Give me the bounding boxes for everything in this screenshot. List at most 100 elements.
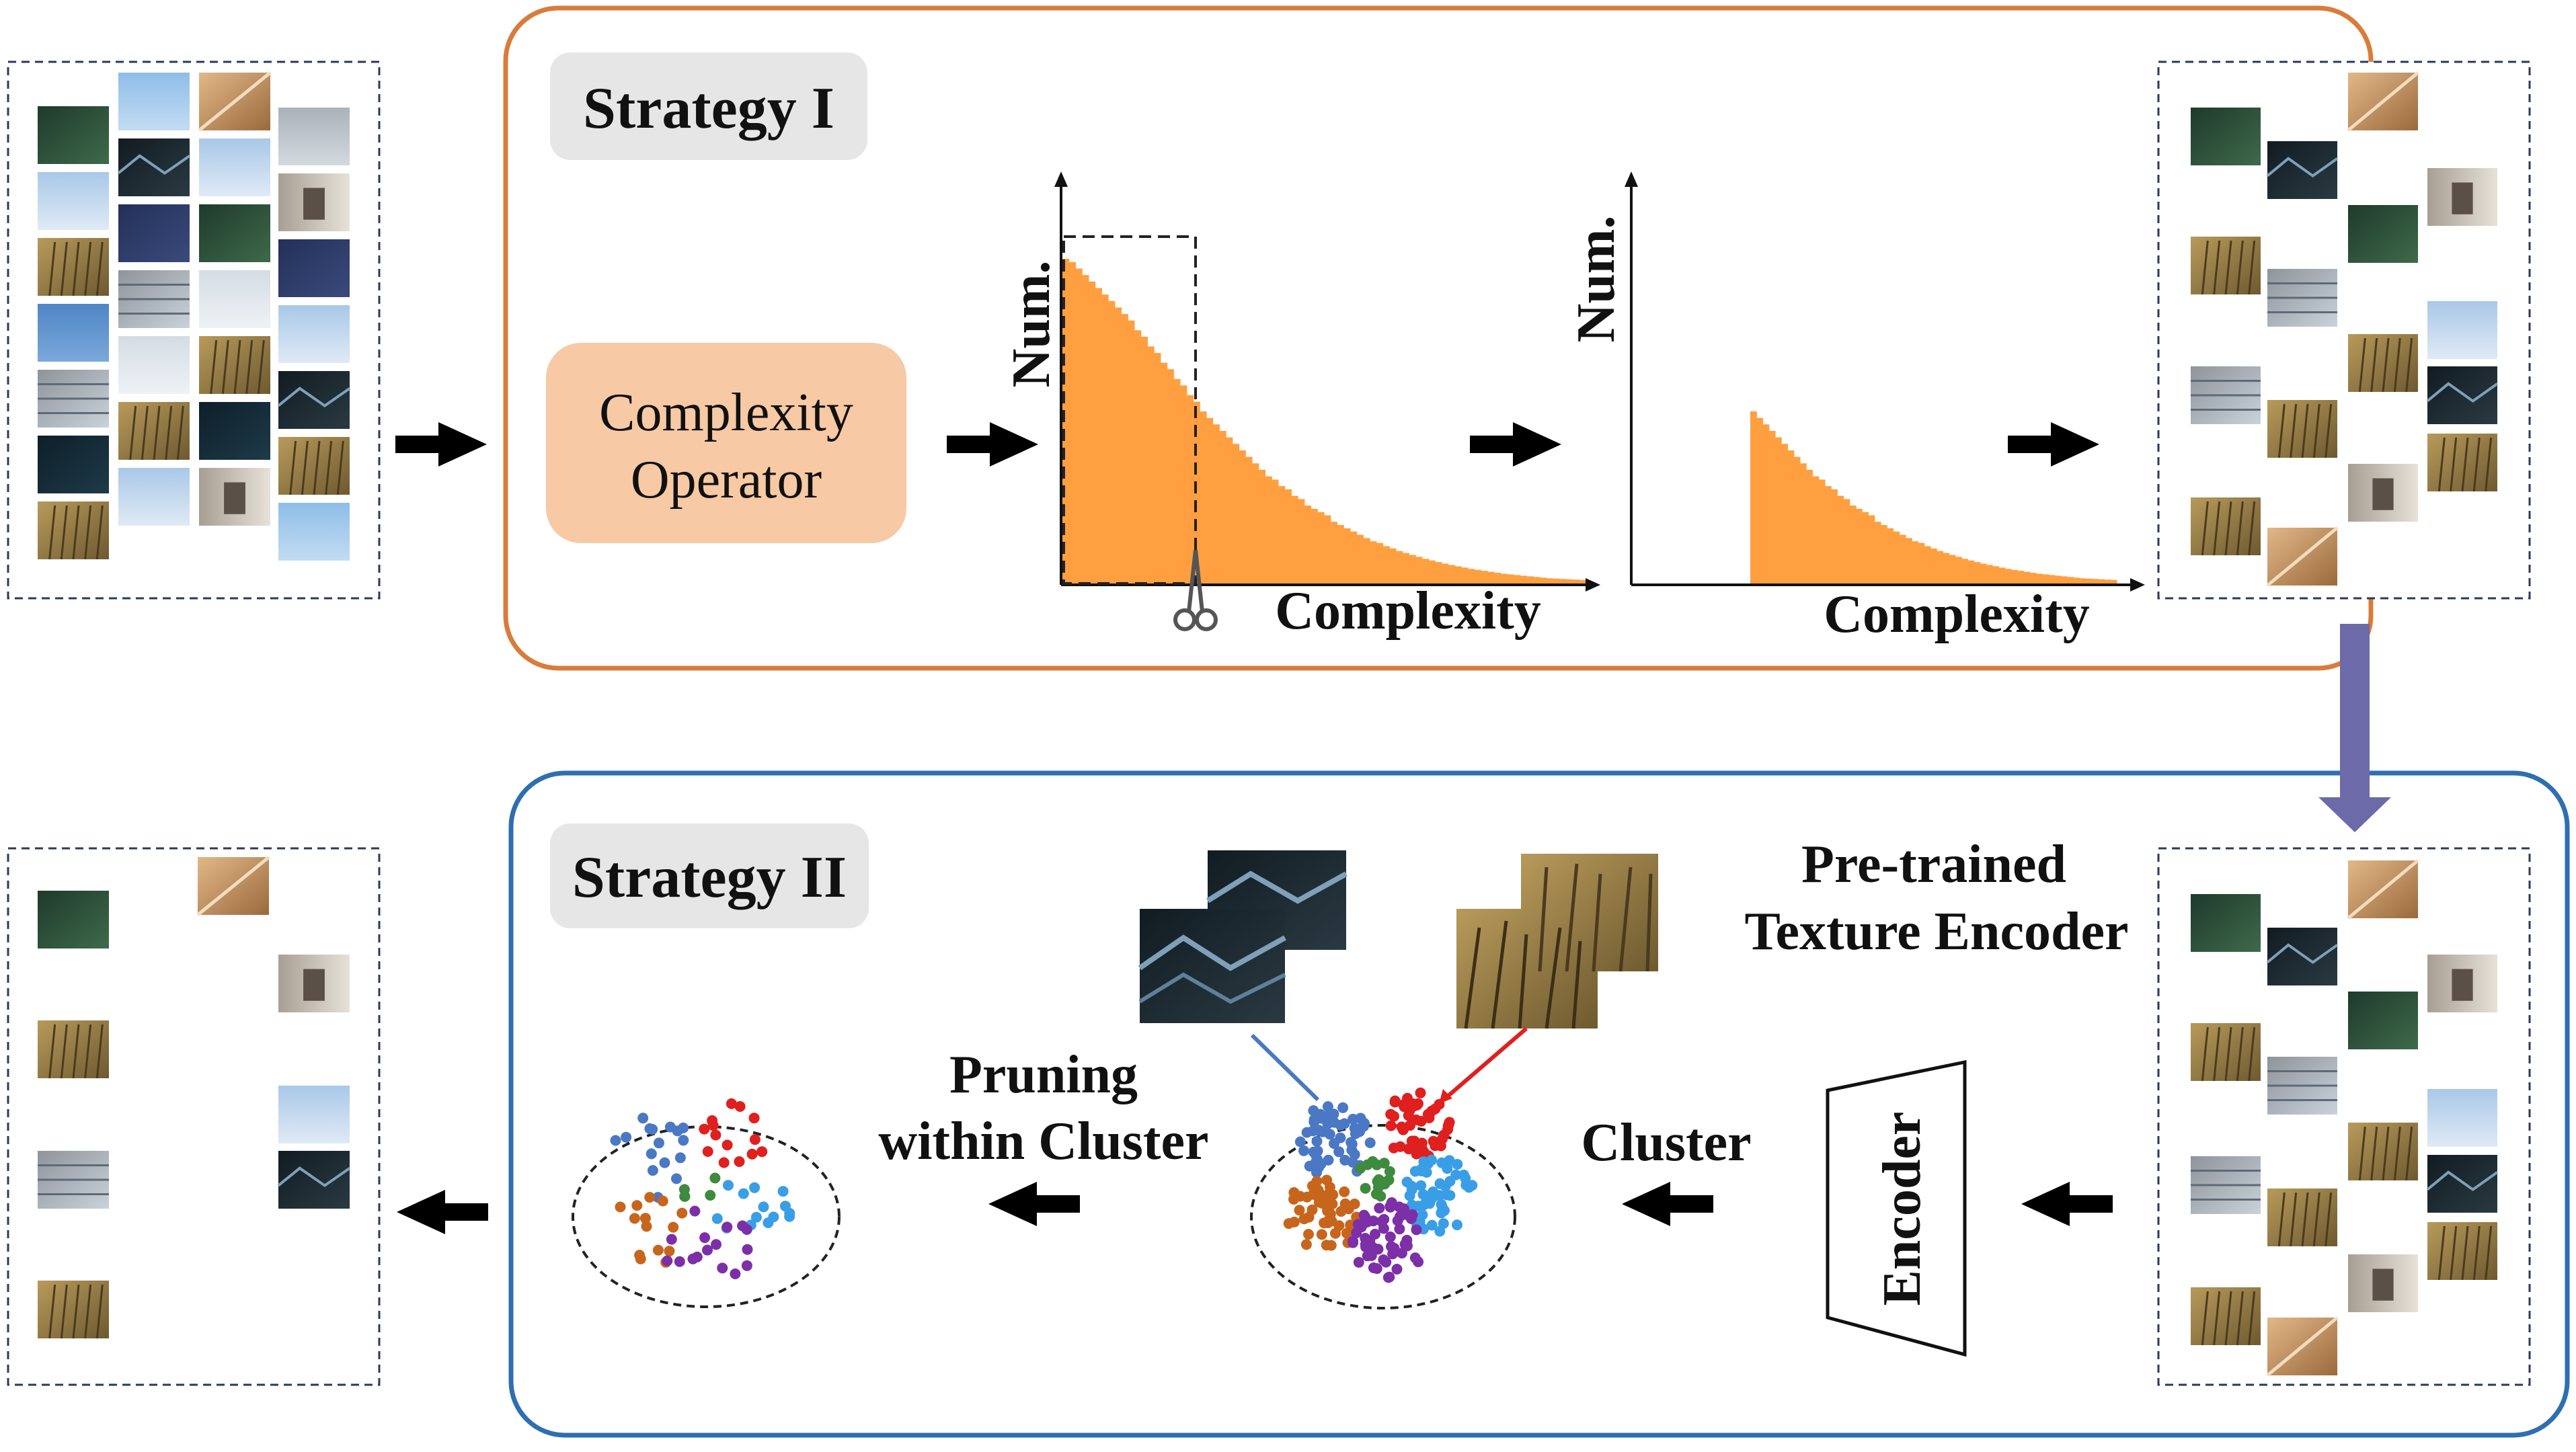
cluster-point [1309, 1116, 1320, 1127]
cluster-point [1389, 1096, 1401, 1108]
pruned-point [659, 1157, 670, 1168]
pruned-point [737, 1220, 748, 1232]
pruned-point [741, 1260, 752, 1271]
hist2-bar [1750, 411, 1757, 583]
hist1-bar [1258, 469, 1266, 583]
hist1-bar [1474, 569, 1481, 583]
lightblue-thumbnail [278, 503, 350, 561]
cluster-point [1444, 1190, 1456, 1201]
hist2-bar [1912, 541, 1919, 583]
pruned-point [664, 1246, 675, 1257]
hist1-bar [1461, 567, 1469, 583]
grass-thumbnail [38, 1020, 109, 1079]
cluster-point [1325, 1110, 1337, 1121]
cluster-point [1415, 1087, 1426, 1098]
cluster-point [1370, 1228, 1380, 1240]
sand-thumbnail [2347, 71, 2419, 132]
cluster-point [1385, 1120, 1397, 1131]
hist1-bar [1121, 314, 1128, 583]
hist2-bar [1955, 557, 1962, 583]
hist2-bar [1992, 566, 2000, 583]
hist2-bar [1874, 522, 1881, 583]
hist1-bar [1140, 336, 1148, 583]
cluster-point [1382, 1272, 1394, 1283]
cluster-point [1355, 1113, 1366, 1124]
cluster-point [1384, 1232, 1396, 1242]
hist1-bar [1298, 499, 1305, 583]
pruned-point [610, 1135, 621, 1146]
grass-thumbnail [2348, 1123, 2418, 1181]
pruned-point [674, 1152, 686, 1164]
hist2-bar [2023, 571, 2031, 583]
hist1-bar [1409, 555, 1416, 583]
hist1-bar [1526, 576, 1534, 583]
hist1-bar [1082, 275, 1089, 583]
cluster-point [1380, 1256, 1392, 1268]
cluster-point [1428, 1186, 1439, 1197]
cluster-point [1327, 1189, 1339, 1201]
cut-region-box [1062, 235, 1197, 585]
cluster-point [1460, 1179, 1472, 1191]
arrow-to-final [397, 1190, 488, 1234]
hist1-bar [1572, 579, 1579, 583]
hist2-bar [1893, 531, 1900, 583]
cluster-point [1322, 1101, 1333, 1113]
hist1-bar [1337, 525, 1344, 583]
arrow-operator-to-hist [947, 422, 1038, 467]
pruned-point [711, 1213, 723, 1224]
pruned-point [639, 1213, 651, 1224]
hist1-bar [1173, 378, 1181, 583]
hist1-bar [1421, 559, 1430, 583]
building-thumbnail [2191, 366, 2261, 424]
pruned-point [647, 1124, 658, 1135]
cluster-point [1315, 1158, 1327, 1170]
hist1-bar [1311, 508, 1318, 583]
sand-thumbnail [196, 856, 270, 916]
hist1-bar [1278, 486, 1286, 583]
cluster-point [1430, 1103, 1441, 1115]
cluster-point [1349, 1199, 1360, 1209]
hist1-bar [1343, 528, 1351, 583]
sand-thumbnail [2266, 1316, 2339, 1377]
pruned-point [742, 1244, 753, 1255]
hist1-bar [1454, 566, 1462, 583]
pruned-point [621, 1131, 632, 1143]
pruned-point [637, 1113, 649, 1124]
cluster-point [1350, 1128, 1361, 1139]
hist1-bar [1226, 437, 1233, 583]
hist2-bar [1799, 463, 1807, 583]
pale-thumbnail [118, 336, 190, 394]
cluster-point [1323, 1217, 1333, 1229]
hist1-bar [1200, 411, 1207, 583]
pruned-point [734, 1156, 745, 1167]
grass-thumbnail [2427, 434, 2497, 492]
cluster-point [1319, 1190, 1330, 1201]
pruned-point [718, 1157, 730, 1168]
hist1-bar [1232, 444, 1240, 583]
hist2-bar [2092, 579, 2099, 583]
cluster-point [1389, 1243, 1400, 1254]
pruned-point [654, 1137, 664, 1149]
hist1-bar [1370, 541, 1377, 583]
hist1-bar [1212, 424, 1220, 583]
hist1-bar [1068, 261, 1077, 583]
hist2-bar [1949, 555, 1956, 583]
hist2-bar [1774, 437, 1782, 583]
pruned-point [717, 1262, 728, 1274]
sky-thumbnail [278, 1086, 350, 1143]
pruned-point [709, 1172, 721, 1184]
hist2-bar [1937, 551, 1943, 583]
encoder-trapezoid [1826, 1059, 1967, 1357]
encoder-label: Encoder [1873, 1112, 1932, 1306]
cluster-point [1330, 1227, 1341, 1239]
forest-thumbnail [2348, 205, 2418, 263]
cluster-point [1384, 1166, 1395, 1177]
cluster-point [1309, 1182, 1321, 1194]
pruned-point [615, 1201, 626, 1213]
hist2-bar [1781, 444, 1789, 583]
cluster-point [1308, 1105, 1319, 1117]
blue-cluster-connector [1250, 1033, 1320, 1102]
pruned-point [726, 1098, 737, 1109]
forest-thumbnail [38, 891, 109, 949]
strategy1-title: Strategy I [583, 76, 834, 141]
